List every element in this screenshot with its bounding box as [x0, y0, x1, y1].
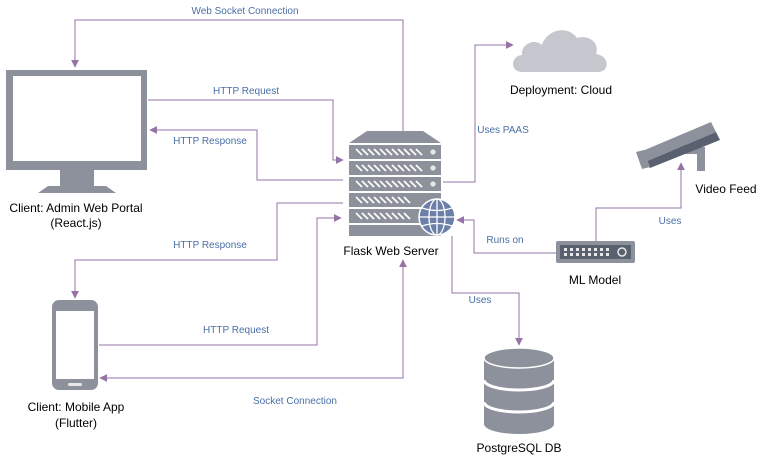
edge-label-admin-http-response: HTTP Response [173, 136, 247, 147]
video-feed-label: Video Feed [695, 182, 756, 196]
edge-uses-video [595, 162, 685, 241]
security-camera-icon [636, 122, 720, 171]
edge-uses-db [451, 236, 523, 346]
admin-portal-label-line1: Client: Admin Web Portal [9, 201, 142, 215]
globe-icon [418, 198, 456, 236]
edge-label-admin-http-request: HTTP Request [213, 86, 279, 97]
database-label: PostgreSQL DB [477, 441, 562, 455]
cloud-label: Deployment: Cloud [510, 83, 612, 97]
edge-label-uses-db: Uses [469, 295, 492, 306]
admin-portal-label-line2: (React.js) [50, 216, 101, 230]
mobile-app-label-line2: (Flutter) [55, 416, 97, 430]
edge-label-uses-video: Uses [659, 216, 682, 227]
network-switch-icon [556, 241, 635, 263]
server-rack-icon [349, 131, 441, 236]
cloud-icon [513, 30, 607, 72]
edge-uses-paas [443, 41, 514, 183]
edge-admin-http-response [149, 126, 343, 181]
edge-label-runs-on: Runs on [486, 235, 523, 246]
edge-label-mobile-http-response: HTTP Response [173, 240, 247, 251]
edge-label-mobile-http-request: HTTP Request [203, 325, 269, 336]
edge-label-socket: Socket Connection [253, 396, 337, 407]
edge-runs-on [456, 216, 556, 254]
smartphone-icon [52, 300, 98, 390]
ml-model-label: ML Model [569, 273, 621, 287]
monitor-icon [6, 70, 147, 193]
edge-label-uses-paas: Uses PAAS [477, 125, 529, 136]
database-icon [482, 347, 556, 434]
edge-socket [99, 259, 407, 382]
edge-web-socket [71, 19, 407, 139]
mobile-app-label-line1: Client: Mobile App [28, 400, 125, 414]
web-server-label: Flask Web Server [343, 244, 438, 258]
edge-label-web-socket: Web Socket Connection [191, 6, 298, 17]
edge-admin-http-request [148, 99, 344, 164]
